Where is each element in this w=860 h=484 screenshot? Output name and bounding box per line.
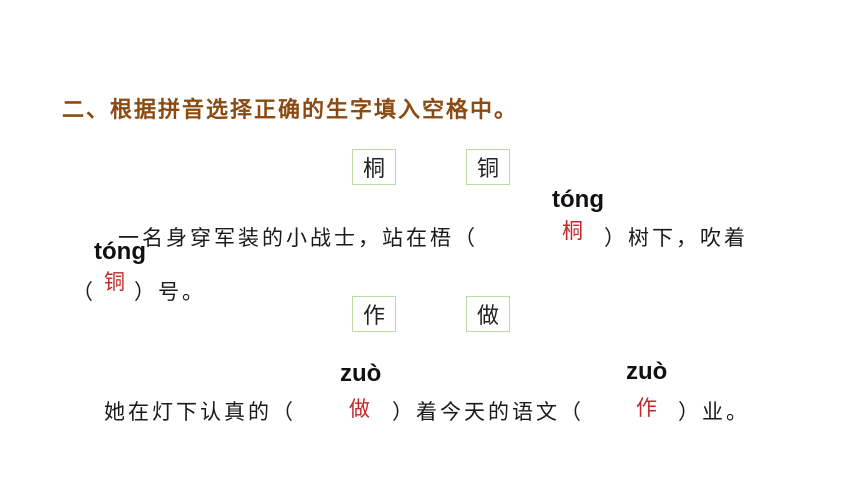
choice-box-zuo-make: 作 [352,296,396,332]
pinyin-blank-3: zuò [340,360,382,387]
pinyin-blank-2: tóng [94,238,146,265]
answer-blank-3: 做 [349,397,370,421]
answer-blank-4: 作 [636,396,657,420]
sentence1-part1: 一名身穿军装的小战士，站在梧（ [118,226,478,250]
sentence2-part2: ）着今天的语文（ [392,400,584,424]
choice-box-zuo-do: 做 [466,296,510,332]
answer-blank-1: 桐 [562,219,583,243]
pinyin-blank-4: zuò [626,358,668,385]
sentence1-part2: ）树下，吹着 [604,226,748,250]
sentence2-part1: 她在灯下认真的（ [104,400,296,424]
answer-blank-2: 铜 [104,270,125,294]
sentence1-open-paren: （ [72,280,93,304]
pinyin-blank-1: tóng [552,186,604,213]
choice-box-tong-copper: 铜 [466,149,510,185]
exercise-title: 二、根据拼音选择正确的生字填入空格中。 [62,98,519,123]
sentence1-part3: ）号。 [134,280,206,304]
choice-box-tong-wood: 桐 [352,149,396,185]
sentence2-part3: ）业。 [678,400,750,424]
